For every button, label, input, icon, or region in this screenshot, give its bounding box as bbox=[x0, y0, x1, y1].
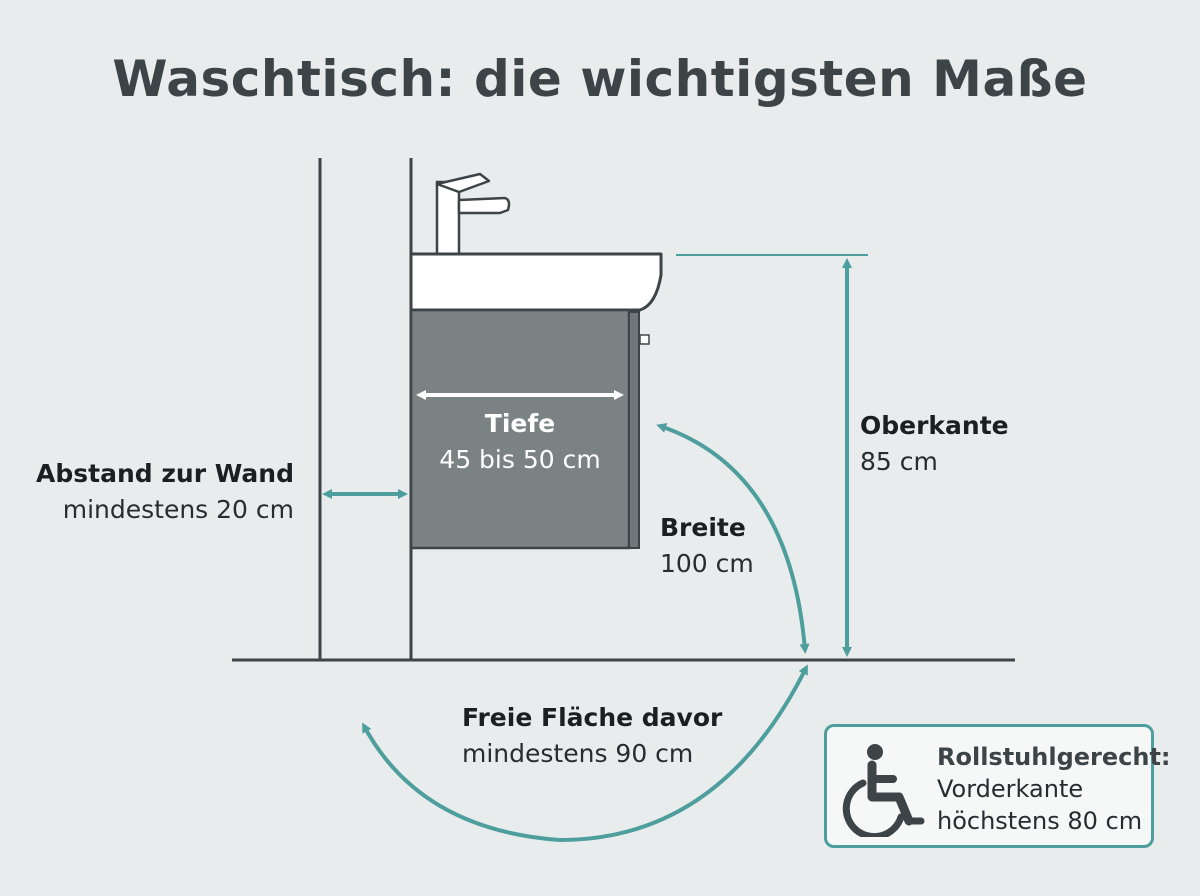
wall-distance-label-title: Abstand zur Wand bbox=[36, 459, 294, 488]
cabinet-door-edge bbox=[628, 311, 640, 549]
wheelchair-line-1: Vorderkante bbox=[937, 775, 1084, 803]
width-label-value: 100 cm bbox=[660, 549, 754, 578]
vanity-cabinet bbox=[409, 308, 631, 550]
width-label: Breite 100 cm bbox=[660, 510, 754, 582]
free-space-label: Freie Fläche davor mindestens 90 cm bbox=[462, 700, 722, 772]
depth-label: Tiefe 45 bis 50 cm bbox=[420, 406, 620, 478]
wheelchair-icon bbox=[842, 744, 925, 837]
washbasin-top bbox=[409, 252, 663, 312]
width-label-title: Breite bbox=[660, 513, 746, 542]
wheelchair-info-box: Rollstuhlgerecht: Vorderkante höchstens … bbox=[824, 724, 1171, 848]
wheelchair-line-2: höchstens 80 cm bbox=[937, 807, 1143, 835]
page-title: Waschtisch: die wichtigsten Maße bbox=[112, 50, 1088, 108]
cabinet-handle bbox=[639, 334, 650, 345]
depth-label-title: Tiefe bbox=[484, 409, 556, 438]
free-space-label-title: Freie Fläche davor bbox=[462, 703, 723, 732]
top-edge-label: Oberkante 85 cm bbox=[860, 408, 1009, 480]
free-space-arc-arrow bbox=[362, 664, 808, 843]
top-edge-label-value: 85 cm bbox=[860, 447, 938, 476]
wall-distance-label: Abstand zur Wand mindestens 20 cm bbox=[20, 456, 294, 528]
wall-distance-label-value: mindestens 20 cm bbox=[62, 495, 294, 524]
wheelchair-info-text: Rollstuhlgerecht: Vorderkante höchstens … bbox=[937, 741, 1171, 837]
top-edge-label-title: Oberkante bbox=[860, 411, 1009, 440]
wheelchair-heading: Rollstuhlgerecht: bbox=[937, 743, 1171, 771]
depth-label-value: 45 bis 50 cm bbox=[439, 445, 601, 474]
faucet-icon bbox=[435, 172, 511, 257]
free-space-label-value: mindestens 90 cm bbox=[462, 739, 694, 768]
width-arc-arrow bbox=[656, 423, 810, 654]
